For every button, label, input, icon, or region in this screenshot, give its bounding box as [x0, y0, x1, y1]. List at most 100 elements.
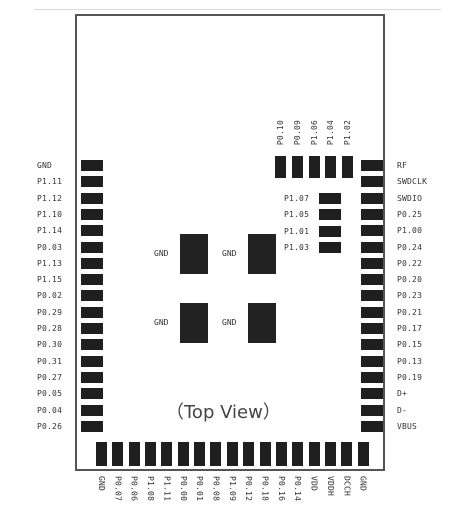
right-pin-pad-p0-20	[361, 274, 383, 286]
bottom-pin-pad-p0-18	[259, 442, 271, 466]
inner-pin-label-p1-03: P1.03	[284, 242, 310, 252]
left-pin-pad-p0-05	[81, 388, 103, 400]
right-pin-pad-rf	[361, 160, 383, 171]
bottom-pin-pad-gnd	[357, 442, 369, 466]
bottom-pin-label-p1-11: P1.11	[162, 476, 172, 502]
left-pin-pad-p0-29	[81, 306, 103, 318]
left-pin-pad-p1-13	[81, 257, 103, 269]
right-pin-pad-p0-25	[361, 208, 383, 220]
bottom-pin-label-gnd: GND	[358, 476, 368, 492]
right-pin-pad-p1-00	[361, 225, 383, 237]
right-pin-label-p0-21: P0.21	[397, 307, 423, 317]
inner-pin-pad-p1-07	[319, 193, 341, 204]
bottom-pin-label-p0-16: P0.16	[276, 476, 286, 502]
view-caption: （Top View）	[166, 402, 281, 423]
left-pin-label-p0-28: P0.28	[37, 324, 63, 333]
top-pin-pad-p1-02	[342, 156, 354, 178]
bottom-pin-label-p0-14: P0.14	[293, 476, 303, 502]
right-pin-label-d-: D+	[397, 389, 408, 399]
bottom-pin-pad-p1-08	[145, 442, 157, 466]
right-pin-label-p0-24: P0.24	[397, 242, 423, 252]
left-pin-pad-p0-30	[81, 339, 103, 351]
right-pin-label-p0-22: P0.22	[397, 258, 423, 268]
bottom-pin-label-p0-00: P0.00	[178, 476, 188, 502]
inner-pin-pad-p1-01	[319, 225, 341, 237]
center-gnd-pad	[180, 303, 208, 343]
left-pin-pad-p1-11	[81, 176, 103, 188]
top-pin-pad-p0-09	[291, 156, 303, 178]
left-pin-pad-p0-02	[81, 290, 103, 302]
center-gnd-pad	[248, 234, 276, 274]
left-pin-pad-p0-27	[81, 371, 103, 383]
right-pin-pad-d-	[361, 388, 383, 400]
left-pin-label-gnd: GND	[37, 161, 53, 170]
bottom-pin-label-p1-08: P1.08	[146, 476, 156, 502]
center-gnd-label: GND	[154, 249, 169, 258]
bottom-pin-pad-p0-07	[112, 442, 124, 466]
right-pin-label-swdclk: SWDCLK	[397, 177, 428, 187]
right-pin-pad-p0-17	[361, 323, 383, 334]
bottom-pin-label-dcch: DCCH	[342, 476, 352, 497]
top-pin-label-p1-06: P1.06	[309, 120, 319, 146]
bottom-pin-label-gnd: GND	[97, 476, 106, 492]
center-gnd-label: GND	[154, 318, 169, 327]
bottom-pin-pad-p1-11	[161, 442, 173, 466]
bottom-pin-pad-dcch	[341, 442, 353, 466]
right-pin-pad-p0-22	[361, 257, 383, 269]
left-pin-label-p0-04: P0.04	[37, 405, 63, 415]
right-pin-pad-swdclk	[361, 176, 383, 188]
bottom-pin-label-p0-01: P0.01	[195, 476, 205, 502]
bottom-pin-pad-p0-16	[275, 442, 287, 466]
header-divider	[34, 9, 441, 10]
right-pin-pad-vbus	[361, 420, 383, 432]
left-pin-label-p0-31: P0.31	[37, 356, 63, 366]
right-pin-label-p0-19: P0.19	[397, 372, 423, 382]
right-pin-pad-p0-21	[361, 306, 383, 318]
right-pin-label-p0-23: P0.23	[397, 291, 423, 301]
left-pin-pad-p0-04	[81, 404, 103, 416]
right-pin-label-p0-17: P0.17	[397, 324, 423, 333]
right-pin-label-swdio: SWDIO	[397, 193, 423, 203]
bottom-pin-pad-gnd	[96, 442, 107, 466]
left-pin-label-p1-13: P1.13	[37, 258, 63, 268]
left-pin-label-p0-05: P0.05	[37, 389, 63, 399]
right-pin-pad-swdio	[361, 192, 383, 204]
right-pin-label-rf: RF	[397, 161, 408, 170]
left-pin-label-p1-15: P1.15	[37, 275, 63, 285]
right-pin-pad-p0-23	[361, 290, 383, 302]
bottom-pin-pad-vdd	[308, 442, 320, 466]
center-gnd-pad	[180, 234, 208, 274]
left-pin-pad-p0-03	[81, 241, 103, 253]
right-pin-label-p0-15: P0.15	[397, 340, 423, 350]
center-gnd-label: GND	[222, 318, 237, 327]
bottom-pin-pad-p0-08	[210, 442, 222, 466]
inner-pin-pad-p1-03	[319, 241, 341, 253]
right-pin-label-vbus: VBUS	[397, 421, 418, 431]
bottom-pin-pad-vddh	[324, 442, 336, 466]
right-pin-pad-d-	[361, 404, 383, 416]
left-pin-pad-p0-26	[81, 420, 103, 432]
bottom-pin-pad-p0-06	[128, 442, 140, 466]
left-pin-label-p1-14: P1.14	[37, 226, 63, 236]
bottom-pin-pad-p0-01	[194, 442, 206, 466]
top-pin-pad-p0-10	[275, 156, 286, 178]
right-pin-label-p0-13: P0.13	[397, 356, 423, 366]
left-pin-pad-p1-15	[81, 274, 103, 286]
bottom-pin-label-vddh: VDDH	[325, 476, 335, 497]
right-pin-label-p1-00: P1.00	[397, 226, 423, 236]
center-gnd-pad	[248, 303, 276, 343]
bottom-pin-pad-p1-09	[226, 442, 238, 466]
left-pin-label-p0-26: P0.26	[37, 421, 63, 431]
inner-pin-pad-p1-05	[319, 209, 341, 221]
left-pin-pad-gnd	[81, 160, 103, 171]
bottom-pin-pad-p0-14	[292, 442, 304, 466]
right-pin-pad-p0-13	[361, 355, 383, 367]
bottom-pin-label-p0-12: P0.12	[244, 476, 254, 502]
left-pin-label-p0-29: P0.29	[37, 307, 63, 317]
top-pin-pad-p1-04	[325, 156, 337, 178]
top-pin-label-p0-09: P0.09	[292, 120, 302, 146]
bottom-pin-label-p0-06: P0.06	[129, 476, 139, 502]
bottom-pin-label-p1-09: P1.09	[227, 476, 237, 502]
left-pin-pad-p1-14	[81, 225, 103, 237]
bottom-pin-label-p0-18: P0.18	[260, 476, 270, 502]
